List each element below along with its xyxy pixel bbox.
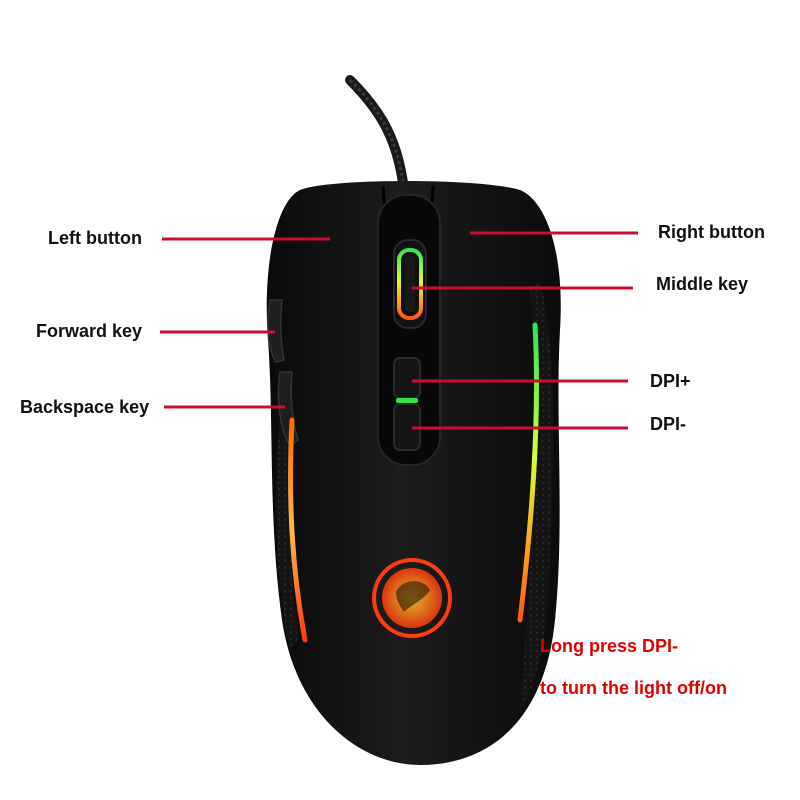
label-left-button: Left button: [48, 228, 142, 248]
scroll-wheel-rubber: [405, 256, 415, 312]
dpi-indicator-light: [396, 398, 418, 403]
label-dpi-plus: DPI+: [650, 371, 691, 391]
left-rgb-strip: [288, 417, 308, 643]
scroll-wheel-light: [397, 248, 423, 320]
label-middle-key: Middle key: [656, 274, 749, 294]
right-rgb-strip: [517, 322, 540, 623]
logo-ring: [372, 558, 452, 638]
mouse-body: [266, 181, 561, 765]
label-right-button: Right button: [658, 222, 765, 242]
forward-side-button[interactable]: [267, 299, 285, 363]
left-grip: [275, 420, 298, 650]
label-forward-key: Forward key: [36, 321, 143, 341]
label-dpi-minus: DPI-: [650, 414, 686, 434]
label-backspace-key: Backspace key: [20, 397, 150, 417]
note-line-1: Long press DPI-: [540, 636, 679, 656]
leader-lines: [160, 231, 638, 430]
dpi-plus-button[interactable]: [393, 357, 421, 399]
logo-emblem: [396, 581, 430, 612]
right-grip: [520, 280, 553, 710]
note-line-2: to turn the light off/on: [540, 678, 727, 698]
